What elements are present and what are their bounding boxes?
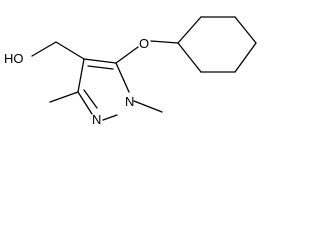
bond-o-cy: [150, 40, 179, 44]
bond-c3-methyl: [49, 91, 79, 103]
bond-n2-c3: [77, 91, 93, 115]
bond-c3-c4: [77, 58, 85, 93]
bond-cy-6: [177, 42, 202, 73]
ring-nitrogen-1-label: N: [125, 94, 134, 109]
bond-n1-methyl: [133, 100, 163, 113]
bond-ch2-ring: [55, 41, 85, 60]
ring-nitrogen-2-label: N: [92, 112, 101, 127]
bond-cy-1: [177, 16, 202, 44]
bond-cy-4: [234, 42, 257, 73]
bond-c4-c5: [83, 58, 117, 64]
bond-ho-ch2: [31, 41, 57, 57]
hydroxyl-label: HO: [4, 51, 24, 66]
molecule-diagram: HO O N N: [4, 16, 257, 127]
ether-oxygen-label: O: [139, 36, 149, 51]
bond-cy-3: [234, 16, 257, 44]
bond-c5-n1: [115, 62, 130, 93]
bond-n1-n2: [102, 114, 118, 121]
bond-c4-c5-double: [87, 65, 114, 70]
bond-n2-c3-double: [83, 89, 98, 109]
structure-svg: HO O N N: [4, 16, 257, 127]
bond-c5-o: [115, 46, 139, 64]
